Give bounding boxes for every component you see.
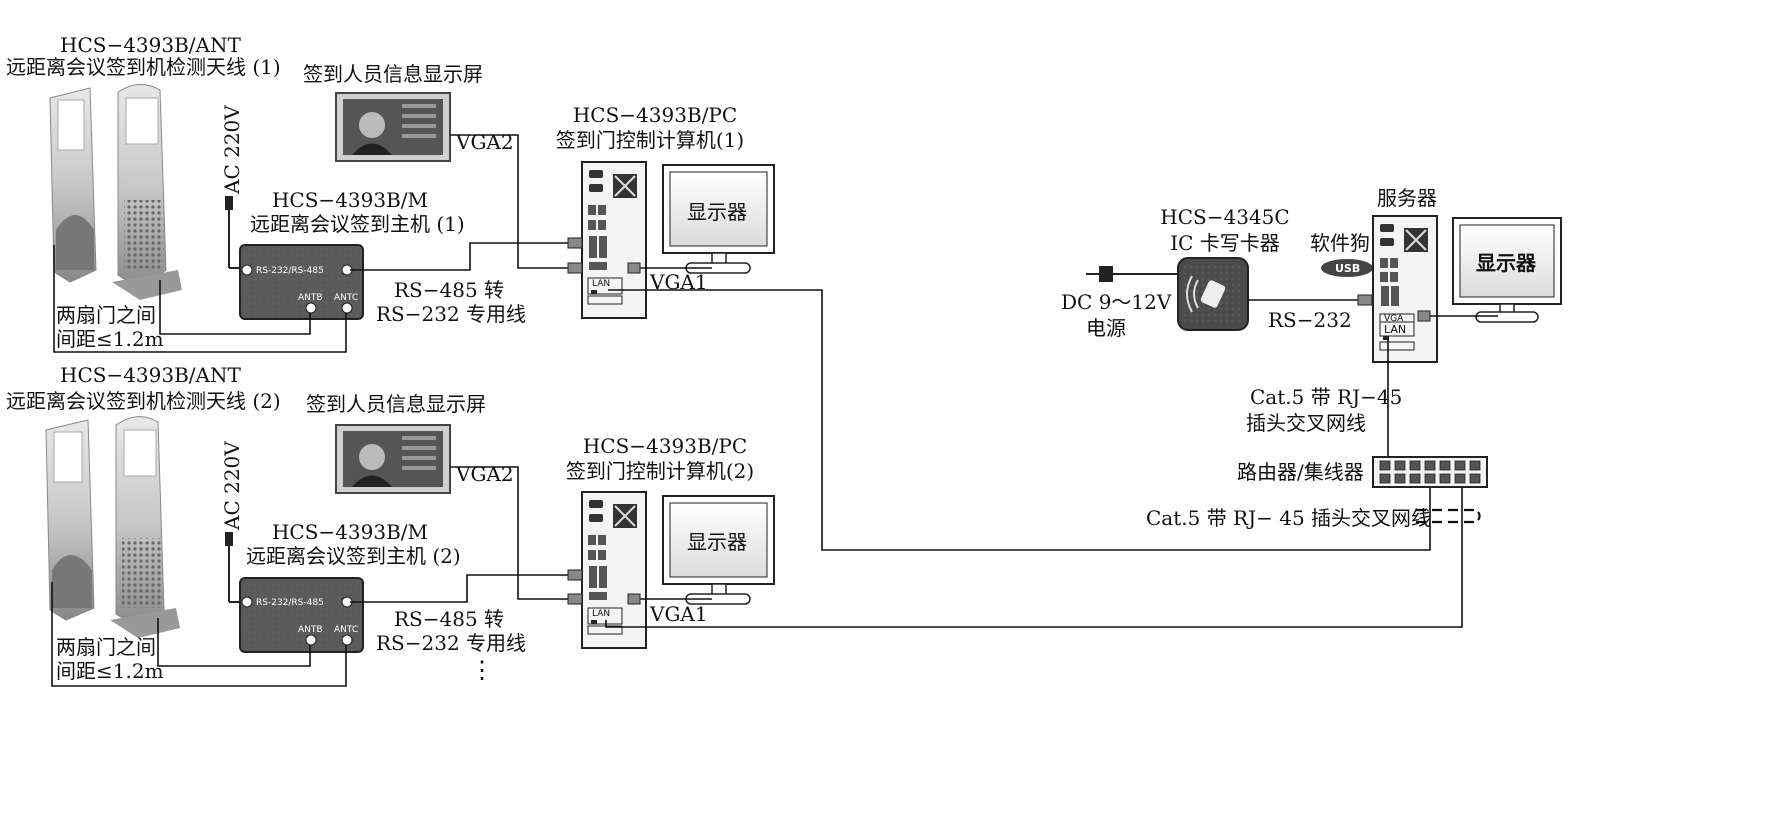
- gap-label-line1-2: 两扇门之间: [56, 635, 156, 659]
- rs232-label: RS−232: [1268, 308, 1352, 332]
- host-port-antc-label-1: ANTC: [334, 293, 359, 303]
- antenna-gate-left-1: [49, 87, 97, 283]
- server-monitor-label: 显示器: [1476, 251, 1536, 275]
- display-screen-label-2: 签到人员信息显示屏: [306, 392, 486, 416]
- control-pc-2: [581, 491, 647, 649]
- dongle-label: 软件狗: [1310, 231, 1370, 255]
- info-display-screen-1: [335, 92, 451, 162]
- monitor-2: [662, 495, 775, 605]
- pc-desc-label-2: 签到门控制计算机(2): [565, 459, 755, 483]
- host-desc-label-1: 远距离会议签到主机 (1): [250, 212, 465, 236]
- host-desc-label-2: 远距离会议签到主机 (2): [246, 544, 461, 568]
- server-vga-label: VGA: [1384, 314, 1404, 324]
- lan-label-1: LAN: [592, 279, 611, 289]
- ic-card-writer: [1177, 257, 1249, 331]
- host-model-label-1: HCS−4393B/M: [271, 188, 428, 212]
- dc-power-label-line2: 电源: [1086, 316, 1126, 340]
- usb-dongle: [1321, 259, 1373, 277]
- connector-heads-server: [1357, 294, 1431, 322]
- power-label-2: AC 220V: [220, 441, 244, 530]
- server-section: [1086, 215, 1562, 524]
- monitor-label-1: 显示器: [687, 200, 747, 224]
- server-title: 服务器: [1377, 186, 1437, 210]
- info-display-screen-2: [335, 424, 451, 494]
- system-1: [49, 84, 1431, 551]
- power-label-1: AC 220V: [220, 105, 244, 194]
- server-tower: [1372, 215, 1438, 363]
- host-port-rs-label-1: RS-232/RS-485: [256, 266, 324, 276]
- cables-system-2: [51, 466, 1463, 687]
- vga2-label-1: VGA2: [456, 130, 514, 154]
- antenna-desc-label-1: 远距离会议签到机检测天线 (1): [6, 55, 281, 79]
- ellipsis-more: ⋮: [470, 656, 494, 684]
- vga2-label-2: VGA2: [456, 462, 514, 486]
- connector-heads-2: [567, 569, 641, 605]
- server-monitor: [1452, 217, 1562, 323]
- card-writer-model-label: HCS−4345C: [1160, 205, 1290, 229]
- router-hub: [1372, 456, 1488, 488]
- pc-desc-label-1: 签到门控制计算机(1): [555, 128, 745, 152]
- card-writer-desc-label: IC 卡写卡器: [1170, 231, 1280, 255]
- pc-model-label-1: HCS−4393B/PC: [572, 103, 738, 127]
- dc-plug: [1086, 266, 1180, 282]
- converter-label-line2-2: RS−232 专用线: [376, 631, 527, 655]
- host-port-antc-label-2: ANTC: [334, 625, 359, 635]
- pc-model-label-2: HCS−4393B/PC: [582, 434, 748, 458]
- cable2-label: Cat.5 带 RJ− 45 插头交叉网线: [1146, 506, 1432, 530]
- cables-server: [1248, 299, 1498, 524]
- control-pc-1: [581, 161, 647, 319]
- antenna-model-label-2: HCS−4393B/ANT: [60, 363, 241, 387]
- antenna-model-label-1: HCS−4393B/ANT: [60, 33, 241, 57]
- cables-system-1: [53, 134, 1431, 551]
- converter-label-line1-2: RS−485 转: [394, 607, 505, 631]
- gap-label-line2-1: 间距≤1.2m: [56, 327, 164, 351]
- system-2: [45, 416, 1463, 687]
- antenna-gate-left-2: [45, 419, 95, 621]
- converter-label-line2-1: RS−232 专用线: [376, 302, 527, 326]
- antenna-desc-label-2: 远距离会议签到机检测天线 (2): [6, 389, 281, 413]
- vga1-label-1: VGA1: [650, 270, 708, 294]
- cable1-label-line1: Cat.5 带 RJ−45: [1250, 385, 1403, 409]
- lan-label-2: LAN: [592, 609, 611, 619]
- server-lan-label: LAN: [1384, 323, 1407, 336]
- vga1-label-2: VGA1: [650, 602, 708, 626]
- host-port-rs-label-2: RS-232/RS-485: [256, 598, 324, 608]
- host-model-label-2: HCS−4393B/M: [271, 520, 428, 544]
- monitor-label-2: 显示器: [687, 530, 747, 554]
- host-port-antb-label-2: ANTB: [298, 625, 323, 635]
- gap-label-line2-2: 间距≤1.2m: [56, 659, 164, 683]
- monitor-1: [662, 164, 775, 274]
- dc-power-label-line1: DC 9～12V: [1061, 290, 1172, 314]
- host-port-antb-label-1: ANTB: [298, 293, 323, 303]
- host-box-1: [239, 244, 364, 320]
- usb-label: USB: [1335, 262, 1361, 275]
- gap-label-line1-1: 两扇门之间: [56, 303, 156, 327]
- display-screen-label-1: 签到人员信息显示屏: [303, 62, 483, 86]
- cable1-label-line2: 插头交叉网线: [1246, 411, 1366, 435]
- host-box-2: [239, 577, 364, 653]
- antenna-gate-right-1: [112, 84, 182, 300]
- router-label: 路由器/集线器: [1237, 460, 1364, 484]
- converter-label-line1-1: RS−485 转: [394, 278, 505, 302]
- antenna-gate-right-2: [110, 416, 180, 638]
- connector-heads-1: [567, 237, 641, 274]
